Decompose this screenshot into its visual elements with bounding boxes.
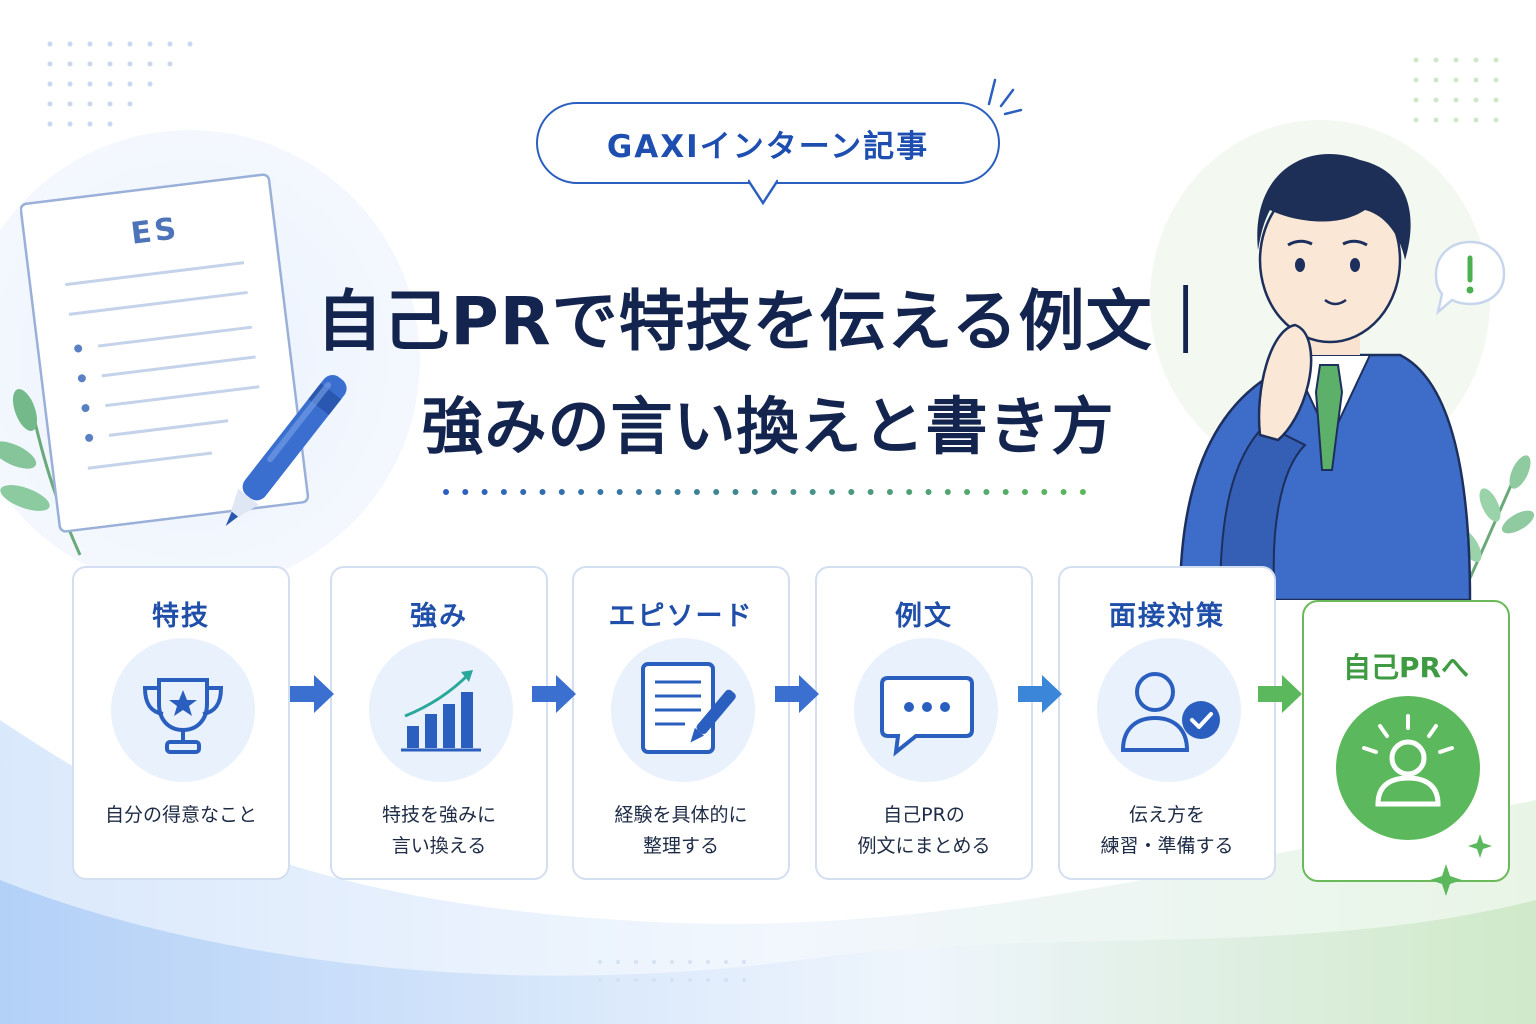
arrow-right-icon	[532, 675, 576, 713]
person-check-icon	[1097, 638, 1241, 782]
divider-dot	[925, 489, 932, 495]
step-card-example: 例文 自己PRの 例文にまとめる	[815, 566, 1033, 880]
divider-dot	[906, 489, 913, 495]
divider-dot	[964, 489, 971, 495]
title-divider-dots	[443, 489, 1086, 495]
final-title: 自己PRへ	[1342, 651, 1470, 684]
page-title-line-2: 強みの言い換えと書き方	[421, 390, 1115, 463]
divider-dot	[1002, 489, 1009, 495]
divider-dot	[809, 489, 816, 495]
divider-dot	[1079, 489, 1086, 495]
arrow-right-icon	[1258, 675, 1302, 713]
divider-dot	[558, 489, 565, 495]
step-desc-line: 経験を具体的に	[614, 804, 748, 826]
step-title: 例文	[895, 601, 953, 632]
step-desc-line: 整理する	[642, 835, 719, 857]
step-desc-line: 例文にまとめる	[857, 835, 991, 857]
divider-dot	[713, 489, 720, 495]
trophy-icon	[111, 638, 255, 782]
page-title-line-1: 自己PRで特技を伝える例文｜	[316, 283, 1220, 360]
article-category-tag: GAXIインターン記事	[536, 102, 1000, 184]
divider-dot	[500, 489, 507, 495]
divider-dot	[790, 489, 797, 495]
divider-dot	[693, 489, 700, 495]
step-desc-line: 自己PRの	[883, 804, 965, 826]
tag-bubble-tail-icon	[748, 179, 778, 206]
divider-dot	[771, 489, 778, 495]
divider-dot	[578, 489, 585, 495]
es-document-icon	[20, 173, 347, 533]
step-desc-line: 伝え方を	[1128, 804, 1205, 826]
step-title: 強み	[410, 601, 468, 632]
divider-dot	[829, 489, 835, 495]
step-card-episode: エピソード 経験を具体的に 整理する	[572, 566, 790, 880]
step-desc-line: 言い換える	[391, 835, 487, 857]
divider-dot	[848, 489, 855, 495]
divider-dot	[539, 489, 546, 495]
person-spotlight-icon	[1336, 696, 1480, 840]
final-card-self-pr: 自己PRへ	[1302, 600, 1510, 882]
arrow-right-icon	[290, 675, 334, 713]
exclamation-bubble-icon	[1434, 240, 1506, 316]
divider-dot	[1041, 489, 1048, 495]
growth-chart-icon	[369, 638, 513, 782]
step-title: 面接対策	[1109, 601, 1225, 632]
divider-dot	[443, 489, 449, 495]
arrow-right-icon	[1018, 675, 1062, 713]
step-title: エピソード	[608, 601, 754, 632]
divider-dot	[732, 489, 739, 495]
step-desc-line: 練習・準備する	[1100, 835, 1234, 857]
step-title: 特技	[152, 601, 210, 632]
divider-dot	[1060, 489, 1067, 495]
divider-dot	[655, 489, 662, 495]
divider-dot	[520, 489, 527, 495]
document-pen-icon	[611, 638, 755, 782]
divider-dot	[636, 489, 642, 495]
step-desc-line: 特技を強みに	[381, 804, 496, 826]
step-card-strength: 強み 特技を強みに 言い換える	[330, 566, 548, 880]
divider-dot	[944, 489, 951, 495]
divider-dot	[674, 489, 681, 495]
emphasis-spark-icon	[987, 78, 1023, 116]
step-card-skill: 特技 自分の得意なこと	[72, 566, 290, 880]
divider-dot	[1022, 489, 1028, 495]
divider-dot	[983, 489, 990, 495]
divider-dot	[481, 489, 488, 495]
sparkle-icon	[1430, 834, 1492, 896]
step-card-interview: 面接対策 伝え方を 練習・準備する	[1058, 566, 1276, 880]
divider-dot	[462, 489, 469, 495]
step-desc-line: 自分の得意なこと	[104, 804, 257, 826]
divider-dot	[751, 489, 758, 495]
divider-dot	[616, 489, 623, 495]
arrow-right-icon	[775, 675, 819, 713]
divider-dot	[867, 489, 874, 495]
chat-bubble-icon	[854, 638, 998, 782]
divider-dot	[597, 489, 604, 495]
businessman-thinking-illustration	[1178, 154, 1472, 600]
divider-dot	[886, 489, 893, 495]
